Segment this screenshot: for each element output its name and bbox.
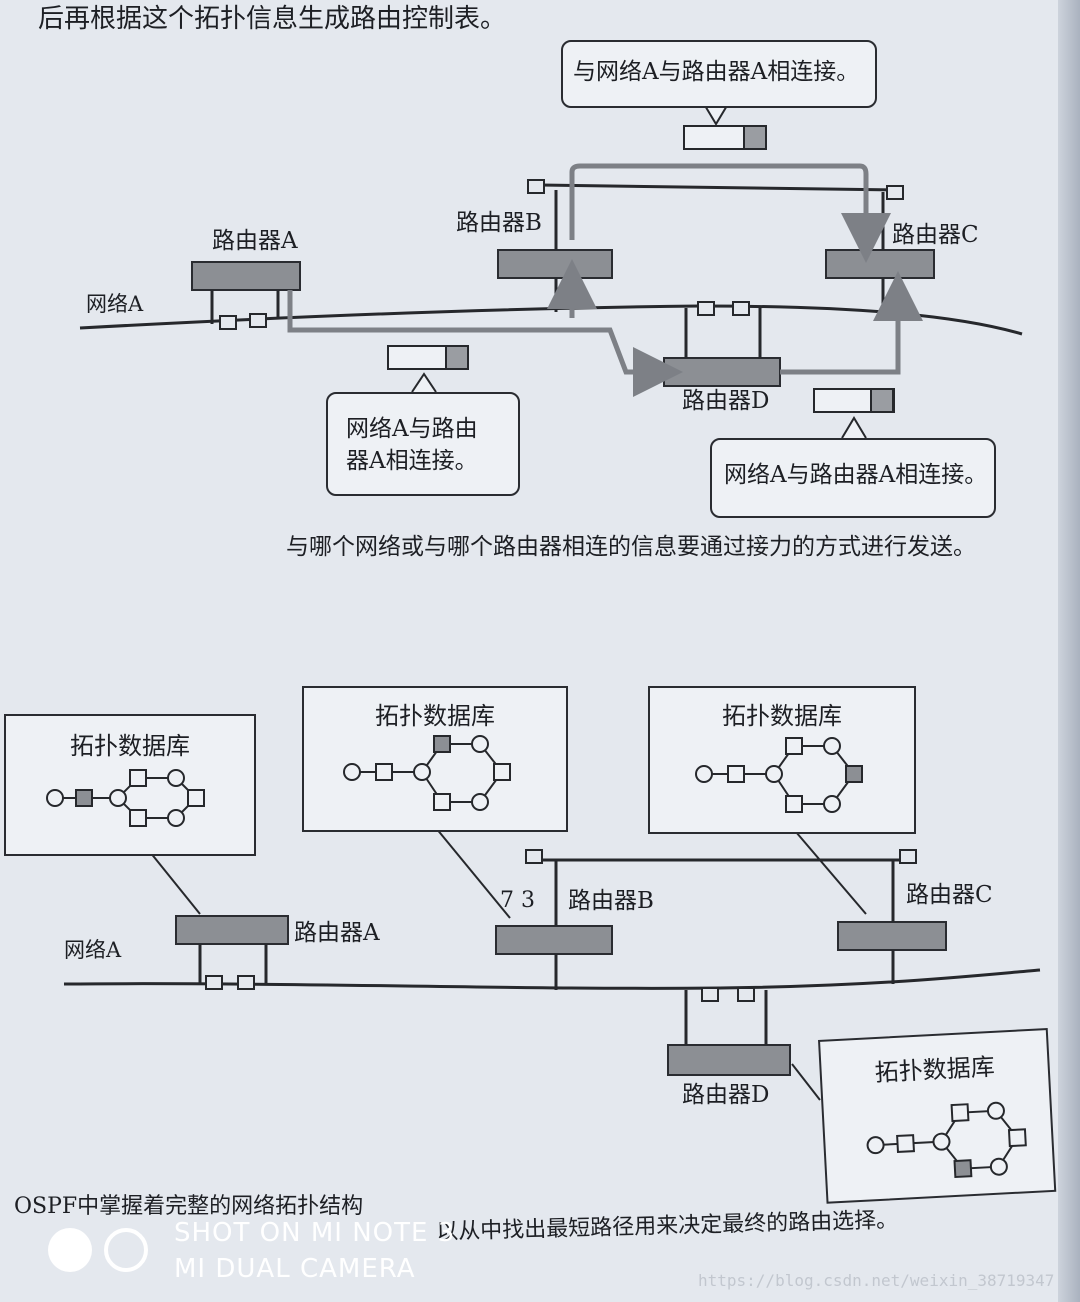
caption-bottom-part1: OSPF中掌握着完整的网络拓扑结构 [14, 1194, 364, 1219]
callout-top-text: 与网络A与路由器A相连接。 [573, 59, 860, 85]
topology-graph-d [866, 1101, 1027, 1179]
relay-arrows-1 [287, 163, 923, 397]
label-network-a-1: 网络A [86, 292, 144, 316]
label-router-c-1: 路由器C [892, 222, 979, 248]
callout-left-line1: 网络A与路由 [346, 416, 478, 442]
camera-logo-icon [48, 1228, 148, 1272]
callout-top-pointer [703, 103, 729, 126]
callout-right-pointer [841, 416, 867, 439]
label-router-c-2: 路由器C [906, 882, 993, 908]
topology-db-b: 拓扑数据库 [302, 686, 568, 832]
label-network-a-2: 网络A [64, 938, 122, 962]
label-router-a-2: 路由器A [294, 920, 380, 946]
callout-top: 与网络A与路由器A相连接。 [561, 40, 877, 108]
router-a-2 [175, 915, 289, 990]
topology-db-a: 拓扑数据库 [4, 714, 256, 856]
watermark-line2: MI DUAL CAMERA [174, 1254, 416, 1284]
db-title-a: 拓扑数据库 [70, 732, 190, 760]
topology-db-c: 拓扑数据库 [648, 686, 916, 834]
callout-right-text: 网络A与路由器A相连接。 [724, 462, 988, 488]
stray-marks: 7 3 [500, 888, 535, 913]
label-router-b-2: 路由器B [568, 888, 654, 914]
packet-top-1 [683, 125, 767, 150]
packet-left-1 [387, 345, 469, 370]
router-d-1 [663, 301, 781, 387]
topology-graph-c [695, 737, 863, 813]
topology-graph-b [343, 735, 511, 811]
db-title-b: 拓扑数据库 [375, 702, 495, 730]
watermark-url: https://blog.csdn.net/weixin_38719347 [698, 1271, 1055, 1290]
topology-db-d: 拓扑数据库 [818, 1027, 1057, 1204]
callout-right: 网络A与路由器A相连接。 [710, 438, 996, 518]
page-edge [1058, 0, 1080, 1302]
callout-left-line2: 器A相连接。 [346, 448, 478, 474]
callout-left: 网络A与路由 器A相连接。 [326, 392, 520, 496]
db-leader-lines [149, 827, 867, 1101]
router-c-2 [837, 849, 947, 984]
router-a-1 [191, 261, 301, 330]
router-d-2 [667, 987, 791, 1076]
label-router-b-1: 路由器B [456, 210, 542, 236]
db-title-c: 拓扑数据库 [722, 702, 842, 730]
caption-1: 与哪个网络或与哪个路由器相连的信息要通过接力的方式进行发送。 [286, 534, 976, 560]
watermark-line1: SHOT ON MI NOTE 3 [174, 1218, 456, 1248]
topology-graph-a [46, 769, 205, 827]
label-router-d-1: 路由器D [682, 388, 770, 414]
router-b-1 [497, 179, 613, 312]
top-text: 后再根据这个拓扑信息生成路由控制表。 [38, 4, 507, 34]
callout-left-pointer [411, 372, 437, 393]
router-c-1 [825, 185, 935, 312]
label-router-a-1: 路由器A [212, 228, 298, 254]
label-router-d-2: 路由器D [682, 1082, 770, 1108]
link-b-c-1 [539, 183, 896, 192]
packet-right-1 [813, 388, 895, 413]
router-b-2 [495, 849, 613, 990]
